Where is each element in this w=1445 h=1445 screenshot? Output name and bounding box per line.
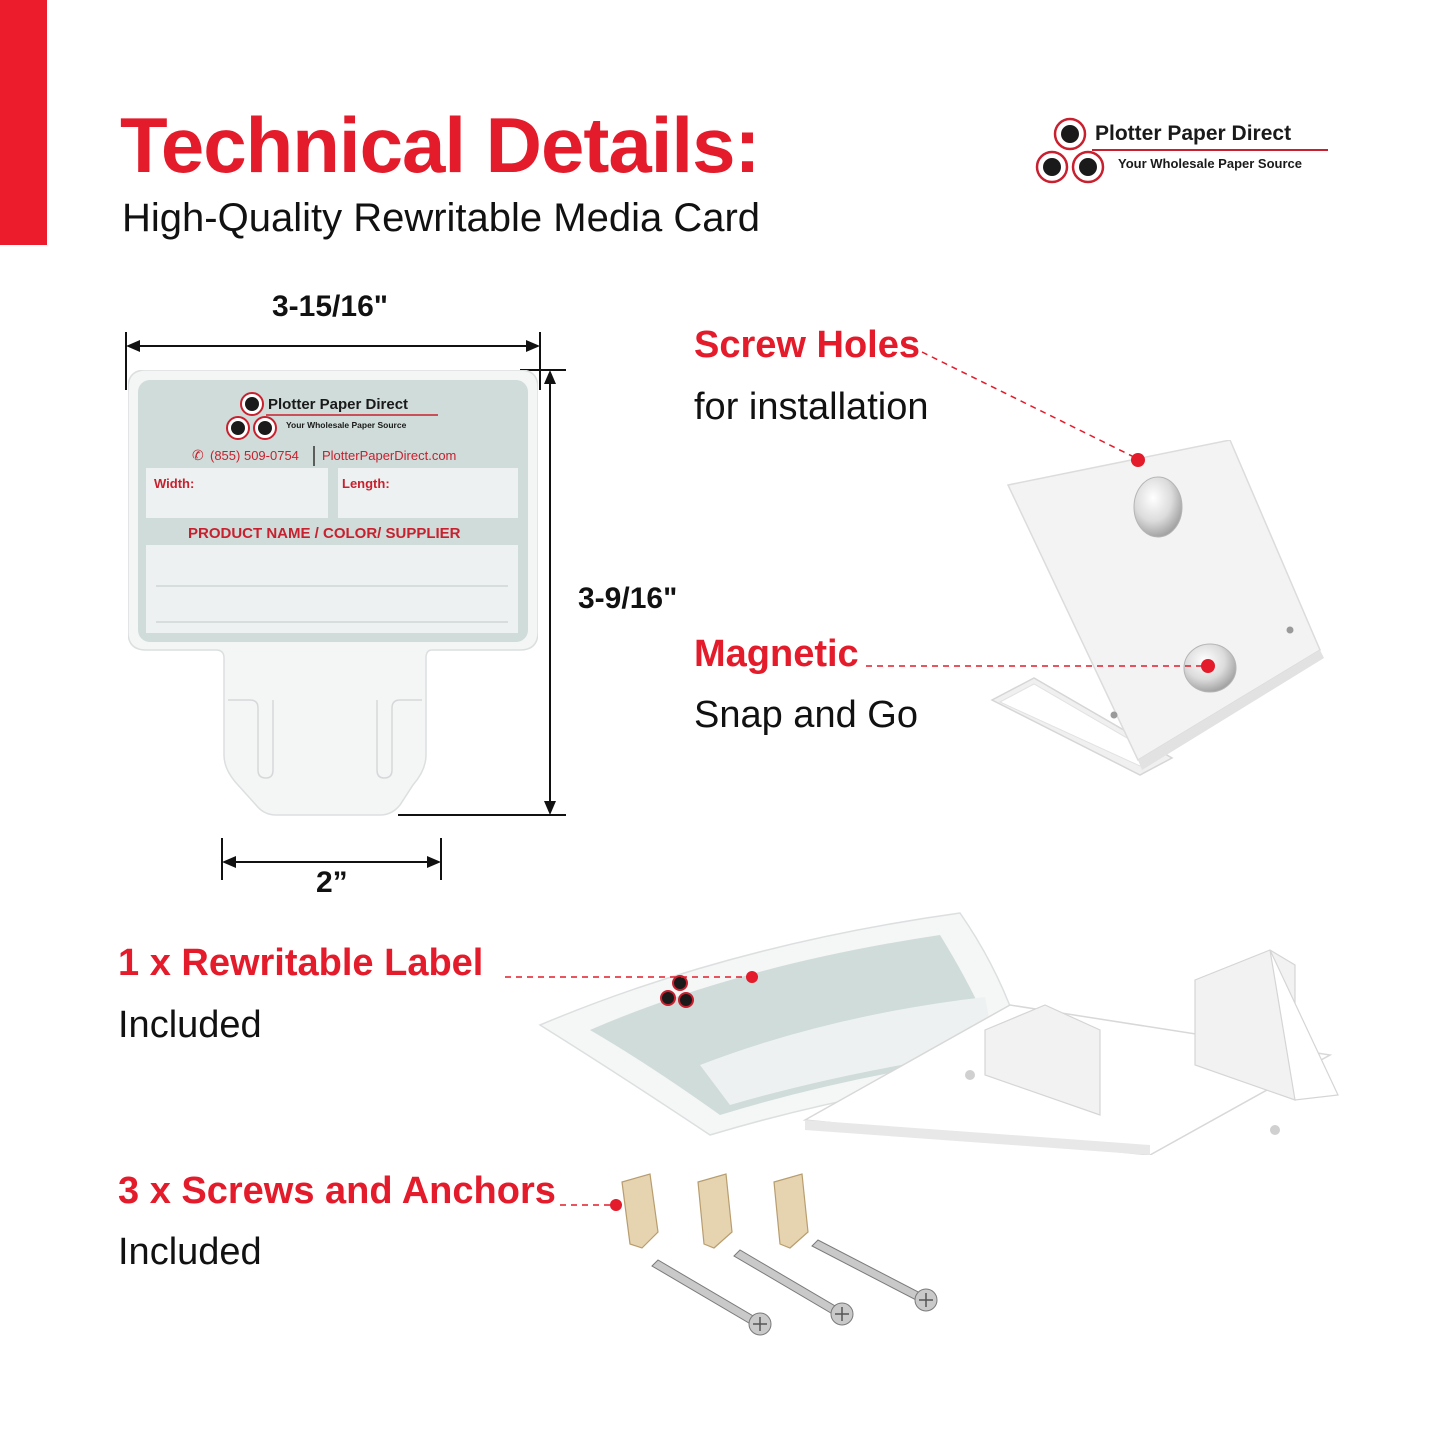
logo-tagline: Your Wholesale Paper Source (1118, 156, 1302, 171)
label-and-base (538, 912, 1339, 1155)
label-marker (746, 971, 758, 983)
card-website: PlotterPaperDirect.com (322, 448, 457, 463)
callout-screw-holes-desc: for installation (694, 386, 929, 428)
card-length-label: Length: (342, 476, 390, 491)
magnet-marker (1201, 659, 1215, 673)
screws-and-anchors (621, 1173, 938, 1336)
callout-label-title: 1 x Rewritable Label (118, 942, 484, 984)
dimension-tab-width: 2” (316, 866, 348, 899)
card-phone: (855) 509-0754 (210, 448, 299, 463)
screws-marker (610, 1199, 622, 1211)
magnetic-holder (990, 440, 1324, 776)
card-brand: Plotter Paper Direct (268, 396, 409, 413)
callout-magnetic-title: Magnetic (694, 633, 859, 675)
logo-circles-icon (1035, 117, 1328, 184)
card-product-line: PRODUCT NAME / COLOR/ SUPPLIER (188, 525, 461, 542)
card-tagline: Your Wholesale Paper Source (286, 420, 407, 430)
logo-name: Plotter Paper Direct (1095, 122, 1292, 145)
callout-screw-holes-title: Screw Holes (694, 324, 920, 366)
brand-logo: Plotter Paper Direct Your Wholesale Pape… (1030, 112, 1330, 192)
callout-label-desc: Included (118, 1004, 262, 1046)
media-card-shape (128, 370, 538, 816)
screw-hole-marker (1131, 453, 1145, 467)
page-title: Technical Details: (120, 101, 760, 189)
callout-screws-title: 3 x Screws and Anchors (118, 1170, 556, 1212)
dimension-width: 3-15/16" (272, 290, 388, 323)
callout-screws-desc: Included (118, 1231, 262, 1273)
media-card: Plotter Paper Direct Your Wholesale Pape… (128, 370, 538, 818)
card-width-label: Width: (154, 476, 195, 491)
phone-icon: ✆ (192, 447, 204, 463)
page-subtitle: High-Quality Rewritable Media Card (122, 196, 761, 240)
accent-bar (0, 0, 47, 245)
dimension-height: 3-9/16" (578, 582, 678, 615)
callout-magnetic-desc: Snap and Go (694, 694, 918, 736)
